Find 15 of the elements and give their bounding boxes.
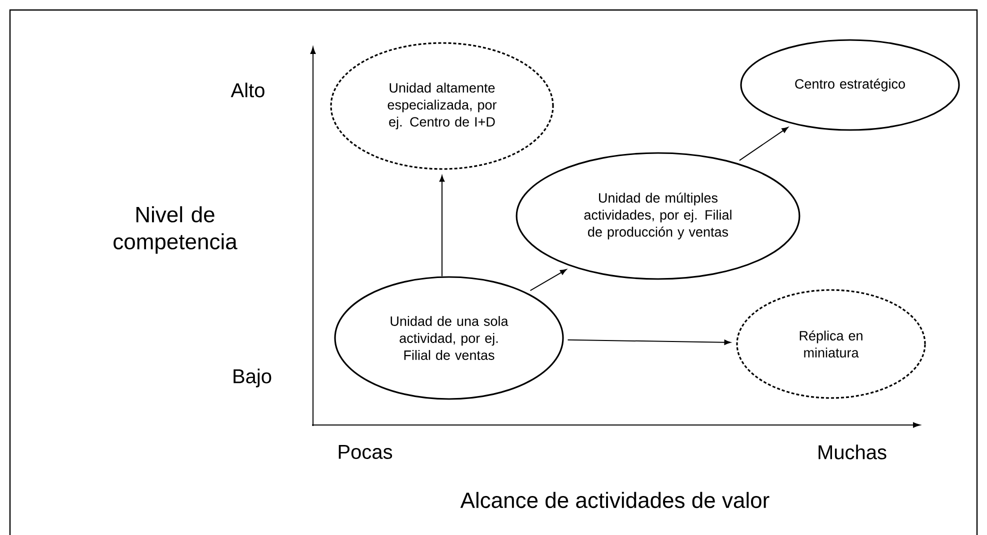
axis-label: Nivel de competencia <box>114 206 238 254</box>
ellipse-node: Unidad altamente especializada, por ej. Centro de I+D <box>330 42 554 170</box>
axis-label: Muchas <box>818 444 886 460</box>
arrow <box>439 175 445 277</box>
arrow <box>530 269 567 292</box>
ellipse-node: Réplica en miniatura <box>736 289 926 399</box>
axis-label: Alto <box>230 82 264 98</box>
ellipse-node: Unidad de una sola actividad, por ej. Filial de ventas <box>334 276 564 400</box>
axis-label: Bajo <box>234 368 272 388</box>
ellipse-node: Unidad de múltiples actividades, por ej. Filial de producción y ventas <box>516 152 800 280</box>
axis-label: Alcance de actividades de valor <box>460 492 770 508</box>
arrow <box>567 339 731 345</box>
axis-label: Pocas <box>338 445 392 459</box>
arrow <box>738 127 788 161</box>
ellipse-node: Centro estratégico <box>740 39 960 131</box>
